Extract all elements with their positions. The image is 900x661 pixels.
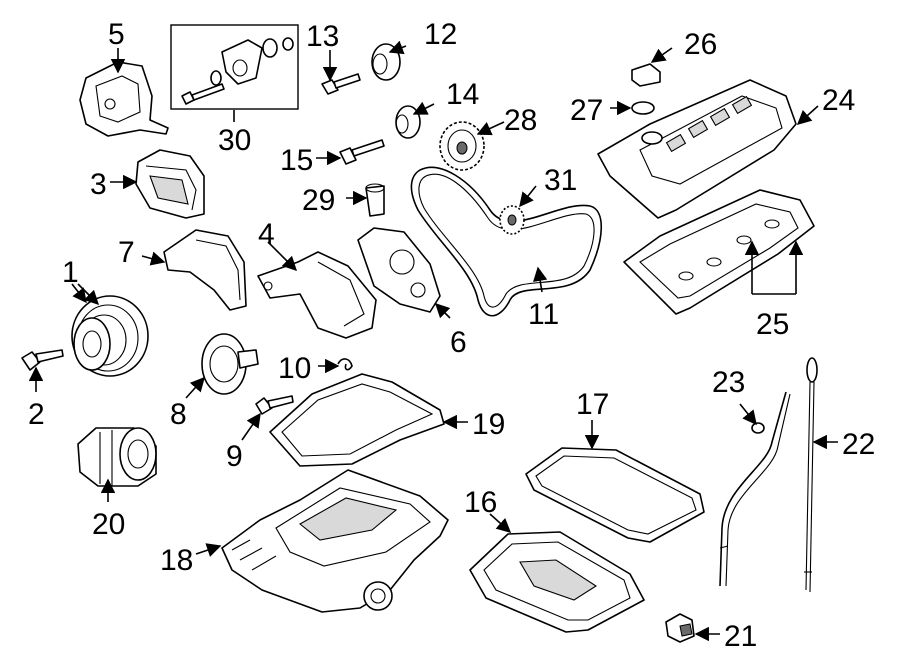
part-7-belt-cover	[163, 229, 247, 311]
callout-10: 10	[278, 352, 311, 385]
part-3-timing-cover	[135, 149, 205, 219]
callout-3: 3	[90, 168, 107, 201]
part-11-timing-belt	[410, 166, 602, 317]
part-8-pump-housing	[201, 333, 259, 395]
callout-29: 29	[302, 184, 335, 217]
callout-17: 17	[576, 388, 609, 421]
part-31-idler-gear	[499, 205, 525, 235]
callout-1: 1	[62, 256, 79, 289]
part-20-oil-filter	[77, 427, 157, 487]
callout-21: 21	[724, 620, 757, 653]
part-29-sensor	[365, 183, 385, 217]
part-6-lower-cover	[357, 227, 441, 313]
part-25-valve-cover-gasket	[623, 189, 815, 315]
callout-27: 27	[570, 94, 603, 127]
part-26-oil-cap	[631, 63, 661, 87]
part-23-dipstick-tube	[719, 391, 791, 587]
callout-numbers: 1 2 3 4 5 6 7 8 9 10 11 12 13 14 15 16 1…	[28, 18, 875, 653]
callout-13: 13	[306, 20, 339, 53]
kit-spacer-icon	[262, 38, 278, 58]
callout-16: 16	[464, 486, 497, 519]
callout-14: 14	[446, 78, 479, 111]
callout-20: 20	[92, 508, 125, 541]
part-2-pulley-bolt	[21, 349, 64, 371]
callout-leaders	[28, 40, 838, 642]
part-22-dipstick	[804, 357, 818, 593]
callout-28: 28	[504, 104, 537, 137]
kit-tensioner-icon	[221, 39, 263, 85]
part-28-camshaft-gear	[439, 121, 485, 171]
part-14-idler-pulley	[395, 105, 421, 139]
kit-ring-icon	[282, 37, 294, 51]
callout-23: 23	[712, 366, 745, 399]
callout-5: 5	[108, 18, 125, 51]
part-19-oil-pan-gasket	[269, 373, 445, 467]
part-4-cover-bracket	[257, 251, 377, 339]
callout-25: 25	[756, 308, 789, 341]
callout-19: 19	[472, 408, 505, 441]
callout-31: 31	[544, 164, 577, 197]
callout-6: 6	[450, 326, 467, 359]
callout-22: 22	[842, 428, 875, 461]
part-13-bolt	[321, 73, 361, 95]
callout-30: 30	[218, 124, 251, 157]
kit-bolt-icon	[181, 83, 225, 105]
part-17-pan-gasket	[525, 447, 705, 543]
callout-26: 26	[684, 28, 717, 61]
callout-12: 12	[424, 18, 457, 51]
part-24-valve-cover	[597, 79, 797, 219]
callout-9: 9	[226, 440, 243, 473]
callout-24: 24	[822, 84, 855, 117]
callout-7: 7	[118, 236, 135, 269]
part-15-bolt	[339, 139, 385, 165]
callout-11: 11	[528, 298, 559, 331]
callout-8: 8	[170, 398, 187, 431]
part-21-oil-sensor	[665, 613, 695, 643]
kit-washer-icon	[210, 70, 222, 86]
part-16-oil-pan-lower	[469, 531, 645, 633]
part-27-o-ring	[631, 101, 655, 115]
part-5-upper-timing-cover	[79, 61, 169, 137]
part-10-clip	[337, 358, 353, 371]
callout-18: 18	[160, 544, 193, 577]
part-9-bolt	[255, 395, 294, 415]
part-30-kit-box	[170, 24, 299, 110]
part-18-oil-pan-upper	[221, 469, 449, 613]
callout-2: 2	[28, 398, 45, 431]
callout-15: 15	[280, 144, 313, 177]
callout-4: 4	[258, 218, 275, 251]
part-1-crankshaft-pulley	[71, 295, 149, 377]
